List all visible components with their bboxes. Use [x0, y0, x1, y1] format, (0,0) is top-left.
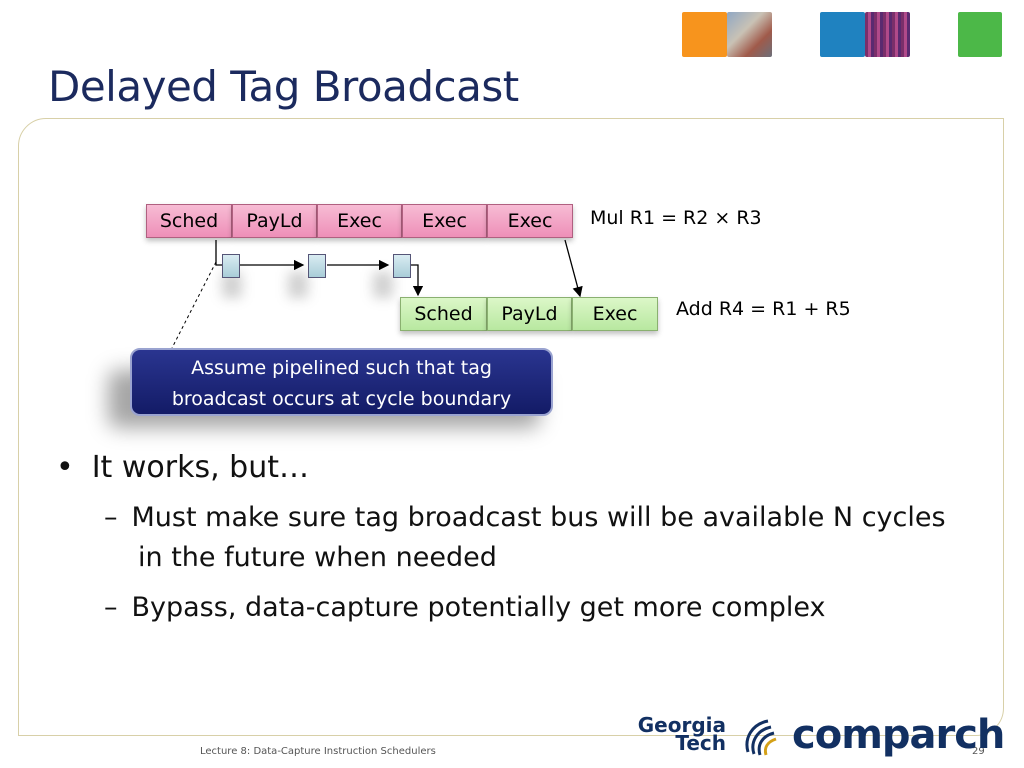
latch-shadow-1 — [222, 272, 242, 298]
content-frame — [18, 118, 1004, 736]
comparch-swirl-icon — [745, 719, 777, 756]
latch-register-1 — [222, 254, 240, 278]
callout-line-1: Assume pipelined such that tag — [191, 357, 492, 379]
row2-stage-payld: PayLd — [487, 297, 572, 331]
comparch-logo: comparch — [792, 712, 1005, 758]
callout-pointer-line — [171, 261, 217, 349]
row1-stage-exec-2: Exec — [402, 204, 487, 238]
sub-bullet-1-continued: in the future when needed — [138, 542, 497, 573]
deco-photo-chip — [865, 12, 910, 57]
bullet-item-1: •It works, but… — [56, 450, 309, 485]
sub-bullet-1: –Must make sure tag broadcast bus will b… — [104, 502, 946, 533]
slide-title: Delayed Tag Broadcast — [48, 62, 519, 111]
latch-shadow-3 — [373, 272, 393, 298]
row1-stage-payld: PayLd — [232, 204, 317, 238]
latch-register-2 — [308, 254, 326, 278]
callout-line-2: broadcast occurs at cycle boundary — [171, 388, 512, 410]
bullet-dot-icon: • — [56, 450, 74, 485]
page-number: 29 — [972, 746, 985, 757]
row2-stage-exec: Exec — [572, 297, 658, 331]
deco-square-green — [958, 12, 1002, 57]
row1-stage-sched: Sched — [146, 204, 232, 238]
tag-path-arrow-1 — [215, 240, 305, 271]
footer-lecture-title: Lecture 8: Data-Capture Instruction Sche… — [200, 746, 436, 757]
sub-bullet-2: –Bypass, data-capture potentially get mo… — [104, 592, 826, 623]
row1-stage-exec-3: Exec — [487, 204, 573, 238]
latch-register-3 — [393, 254, 411, 278]
exec-to-exec-arrow — [564, 239, 583, 298]
dash-icon: – — [104, 592, 118, 623]
georgia-tech-logo: Georgia Tech — [637, 713, 726, 755]
row1-instruction-label: Mul R1 = R2 × R3 — [590, 207, 762, 229]
assumption-callout: Assume pipelined such that tag broadcast… — [130, 348, 553, 416]
row1-stage-exec-1: Exec — [317, 204, 402, 238]
deco-square-orange — [682, 12, 727, 57]
row2-instruction-label: Add R4 = R1 + R5 — [676, 298, 851, 320]
row2-stage-sched: Sched — [400, 297, 487, 331]
tag-path-arrow-3 — [411, 264, 424, 297]
dash-icon: – — [104, 502, 118, 533]
latch-shadow-2 — [288, 272, 308, 298]
deco-photo-campus — [727, 12, 772, 57]
deco-square-blue — [820, 12, 865, 57]
